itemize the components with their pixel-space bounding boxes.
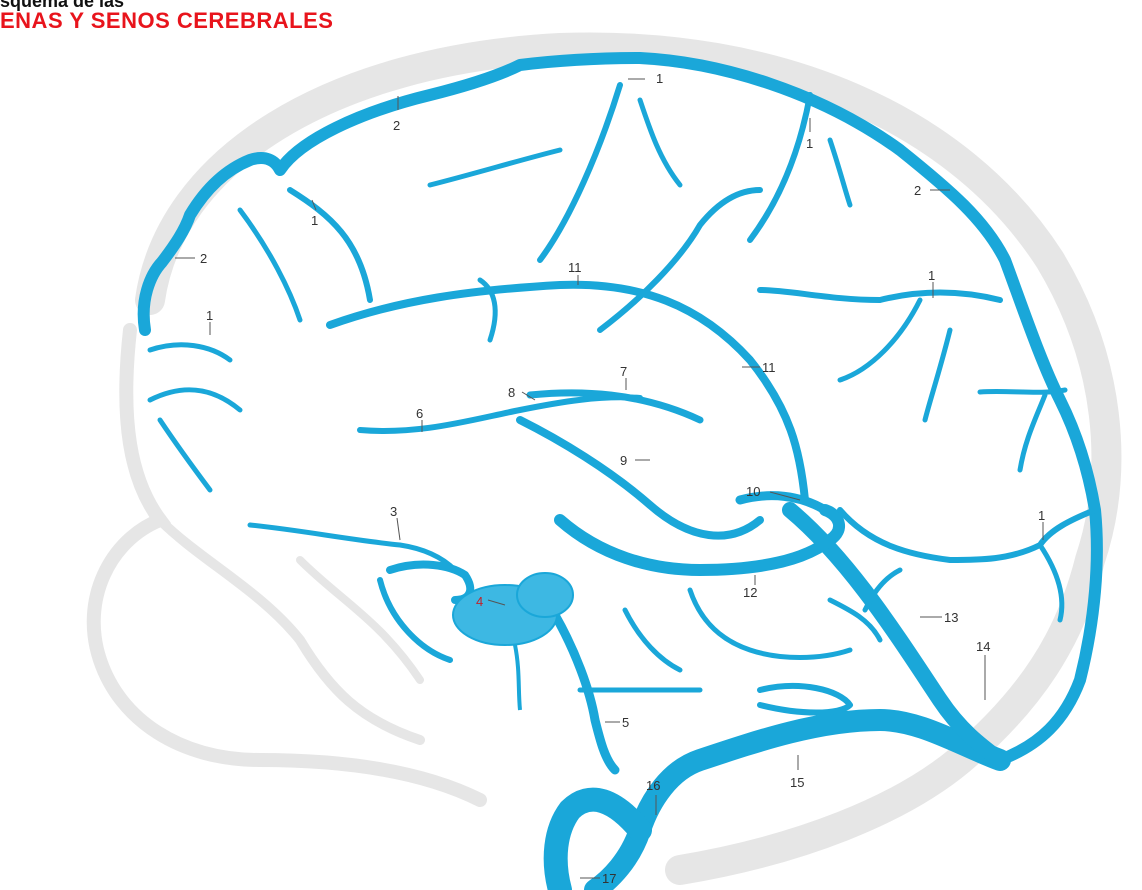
superior-cerebral-vein [160,420,210,490]
cerebellar-vein [760,686,850,713]
label-10: 10 [746,484,760,499]
label-11: 11 [568,260,582,275]
label-17: 17 [602,871,616,886]
superior-cerebral-vein [540,85,620,260]
cerebellar-vein [690,590,850,658]
label-11: 11 [762,360,776,375]
cerebral-vein [840,510,1095,560]
label-1: 1 [656,71,663,86]
superior-cerebral-vein [830,140,850,205]
superior-cerebral-vein [840,300,920,380]
label-6: 6 [416,406,423,421]
label-1: 1 [928,268,935,283]
label-12: 12 [743,585,757,600]
label-9: 9 [620,453,627,468]
cavernous-sinus-vein [390,565,470,600]
label-1: 1 [1038,508,1045,523]
cerebellar-vein [625,610,680,670]
label-2: 2 [393,118,400,133]
superior-cerebral-vein [1020,395,1045,470]
label-13: 13 [944,610,958,625]
superior-cerebral-vein [760,290,1000,300]
superior-cerebral-vein [150,345,230,360]
label-1: 1 [311,213,318,228]
label-7: 7 [620,364,627,379]
label-1: 1 [806,136,813,151]
label-4: 4 [476,594,483,609]
superior-cerebral-vein [150,390,240,410]
superficial-middle-cerebral-vein [360,397,640,431]
label-5: 5 [622,715,629,730]
superior-cerebral-vein [980,390,1065,392]
label-3: 3 [390,504,397,519]
superior-cerebral-vein [640,100,680,185]
superior-cerebral-vein [750,95,810,240]
label-1: 1 [206,308,213,323]
superior-cerebral-vein [430,150,560,185]
label-8: 8 [508,385,515,400]
label-2: 2 [914,183,921,198]
superior-cerebral-vein [925,330,950,420]
label-16: 16 [646,778,660,793]
label-2: 2 [200,251,207,266]
label-14: 14 [976,639,990,654]
label-15: 15 [790,775,804,790]
cavernous-plexus [453,573,573,710]
superior-cerebral-vein [290,190,370,300]
superior-cerebral-vein [240,210,300,320]
